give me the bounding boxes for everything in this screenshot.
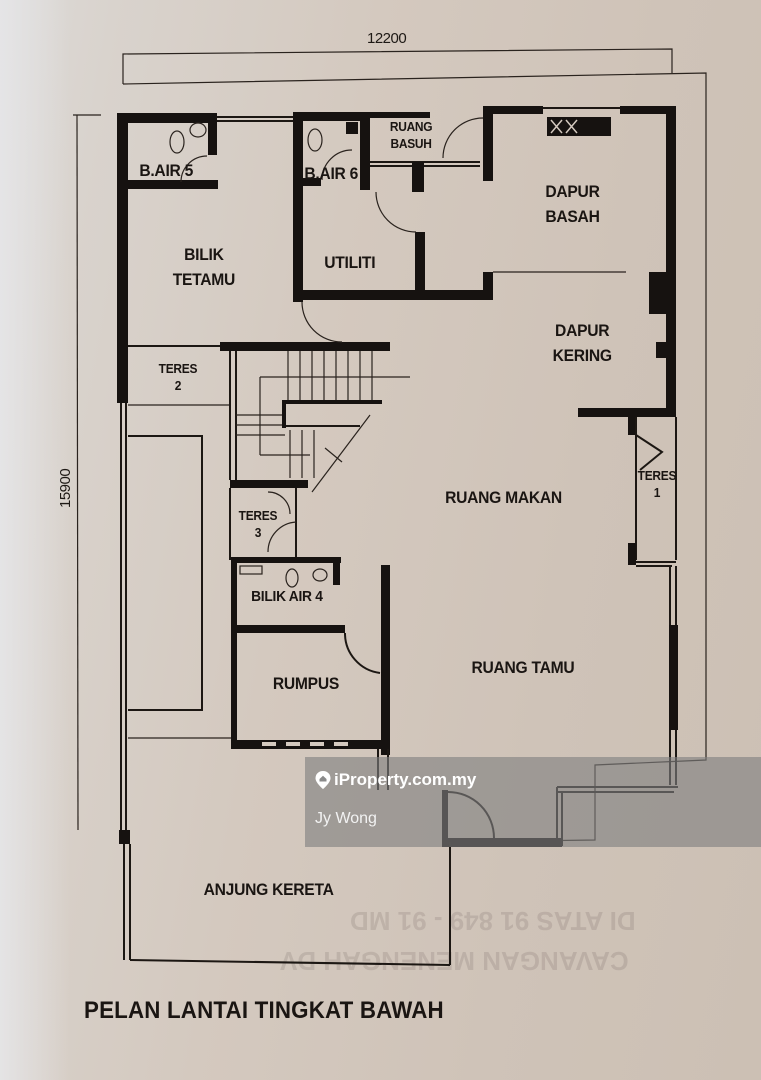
room-label-line: DAPUR xyxy=(545,182,600,201)
room-label-line: BASUH xyxy=(390,136,432,151)
room-b-air-6: B.AIR 6 xyxy=(304,164,359,183)
room-label-line: 1 xyxy=(653,485,661,500)
room-ruang-makan: RUANG MAKAN xyxy=(445,488,562,507)
room-anjung-kereta: ANJUNG KERETA xyxy=(203,880,334,899)
location-pin-icon xyxy=(315,771,331,789)
room-rumpus: RUMPUS xyxy=(272,674,339,693)
width-dimension-label: 12200 xyxy=(367,30,407,47)
dimension-line-depth xyxy=(73,114,101,831)
room-label-line: TERES xyxy=(637,468,677,483)
room-ruang-tamu: RUANG TAMU xyxy=(471,658,575,677)
room-label-line: DAPUR xyxy=(555,321,610,340)
room-bilik-tetamu: BILIK TETAMU xyxy=(172,242,236,292)
plan-title: PELAN LANTAI TINGKAT BAWAH xyxy=(84,997,444,1024)
room-label-line: BASAH xyxy=(545,207,600,226)
room-label-line: BILIK xyxy=(184,245,224,264)
room-dapur-kering: DAPUR KERING xyxy=(553,318,612,368)
room-b-air-5: B.AIR 5 xyxy=(139,161,194,180)
room-label-line: 2 xyxy=(174,378,182,393)
room-bilik-air-4: BILIK AIR 4 xyxy=(251,588,323,605)
depth-dimension-label: 15900 xyxy=(57,468,74,508)
watermark-brand-text: iProperty.com.my xyxy=(334,770,477,789)
room-teres-1: TERES 1 xyxy=(637,467,677,501)
room-label-line: KERING xyxy=(552,346,612,365)
room-teres-2: TERES 2 xyxy=(158,360,198,394)
room-label-line: RUANG xyxy=(389,119,433,134)
room-label-line: 3 xyxy=(254,525,262,540)
room-label-line: TERES xyxy=(238,508,278,523)
watermark-brand: iProperty.com.my xyxy=(315,770,476,790)
room-utiliti: UTILITI xyxy=(324,253,376,272)
room-teres-3: TERES 3 xyxy=(238,507,278,541)
room-label-line: TERES xyxy=(158,361,198,376)
room-label-line: TETAMU xyxy=(172,270,236,289)
room-ruang-basuh: RUANG BASUH xyxy=(389,118,433,152)
watermark-agent-name: Jy Wong xyxy=(315,810,377,827)
room-dapur-basah: DAPUR BASAH xyxy=(545,179,600,229)
watermark-overlay: iProperty.com.my Jy Wong xyxy=(305,757,761,847)
